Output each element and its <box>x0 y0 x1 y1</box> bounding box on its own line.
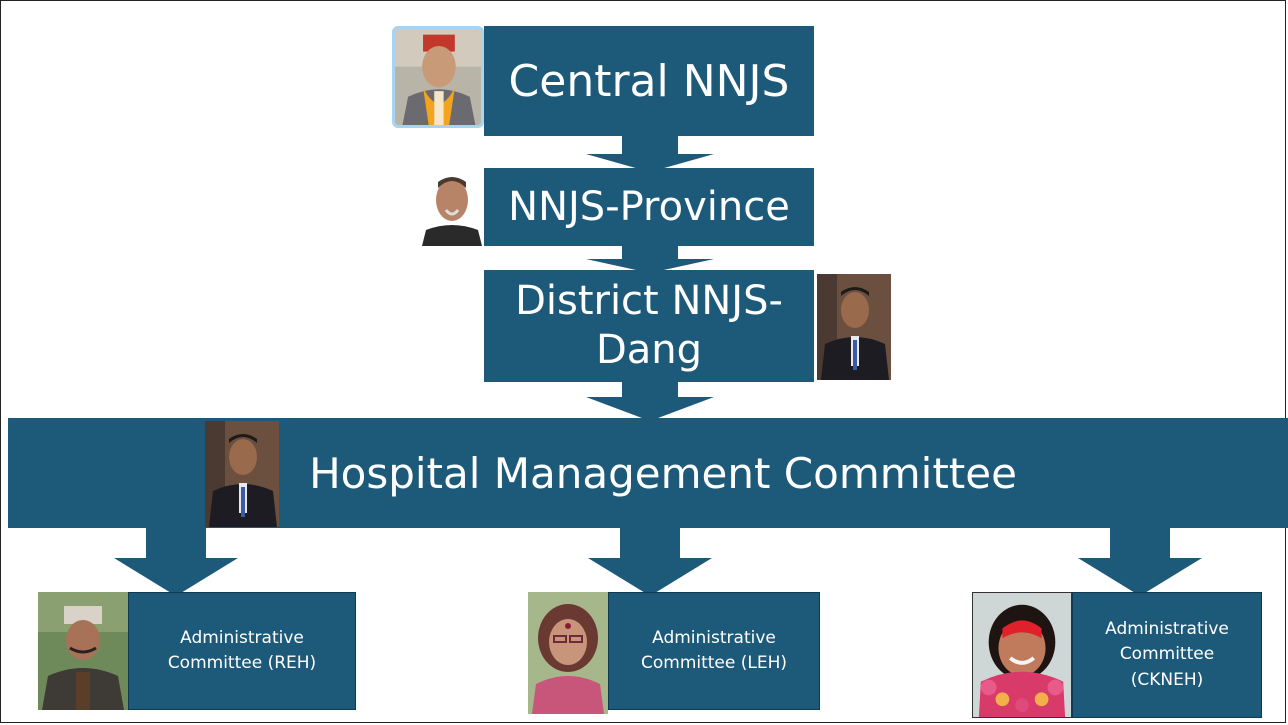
reh-label-line2: Committee (REH) <box>167 653 317 673</box>
reh-label-line1: Administrative <box>180 627 304 648</box>
district-label-line2: Dang <box>595 327 703 373</box>
portrait-photo-leh <box>528 592 608 714</box>
leh-label-line1: Administrative <box>652 627 776 648</box>
down-arrow-hmc-reh <box>114 528 238 596</box>
admin-committee-reh-box: Administrative Committee (REH) <box>128 592 356 710</box>
down-arrow-hmc-leh <box>588 528 712 596</box>
leh-label-line2: Committee (LEH) <box>640 653 788 673</box>
down-arrow-hmc-ckneh <box>1078 528 1202 596</box>
portrait-photo-reh <box>38 592 128 710</box>
portrait-photo-hmc <box>205 421 279 527</box>
admin-committee-ckneh-box: Administrative Committee (CKNEH) <box>1072 592 1262 718</box>
central-nnjs-box: Central NNJS <box>484 26 814 136</box>
central-nnjs-label: Central NNJS <box>508 55 790 107</box>
portrait-photo-district <box>817 274 891 380</box>
down-arrow-province-district <box>586 245 714 273</box>
ckneh-label-line2: Committee <box>1119 644 1215 665</box>
district-label-line1: District NNJS- <box>515 278 783 325</box>
portrait-photo-central <box>392 26 484 128</box>
down-arrow-district-hmc <box>586 381 714 421</box>
ckneh-label-line3: (CKNEH) <box>1130 669 1204 690</box>
district-nnjs-dang-box: District NNJS- Dang <box>484 270 814 382</box>
hospital-management-committee-box: Hospital Management Committee <box>8 418 1288 528</box>
admin-committee-leh-box: Administrative Committee (LEH) <box>608 592 820 710</box>
hmc-label: Hospital Management Committee <box>309 448 1017 498</box>
ckneh-label-line1: Administrative <box>1105 618 1229 639</box>
portrait-photo-province <box>420 168 484 246</box>
portrait-photo-ckneh <box>972 592 1072 718</box>
nnjs-province-label: NNJS-Province <box>508 184 790 230</box>
down-arrow-central-province <box>586 136 714 172</box>
nnjs-province-box: NNJS-Province <box>484 168 814 246</box>
